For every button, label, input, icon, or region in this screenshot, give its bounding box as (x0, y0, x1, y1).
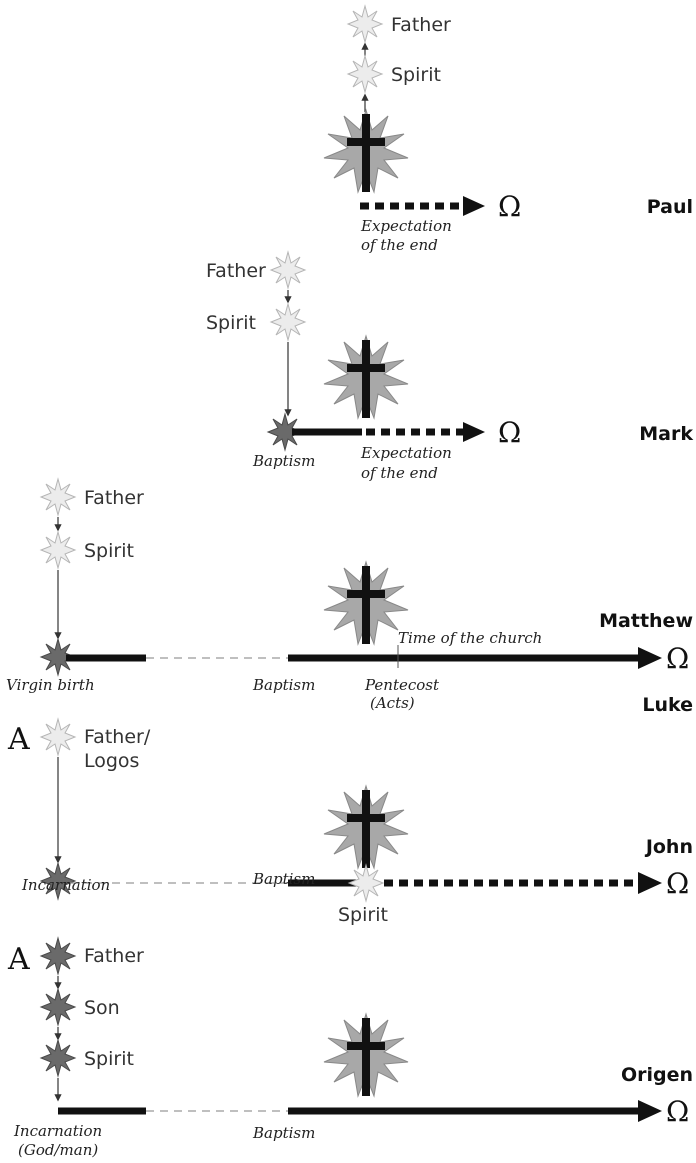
star-icon (40, 937, 76, 975)
star-icon (40, 718, 76, 756)
paul-expect-line1: Expectation (360, 217, 452, 235)
omega-symbol: Ω (666, 642, 689, 675)
paul-spirit-label: Spirit (391, 64, 441, 86)
arrowhead-icon (463, 196, 485, 216)
omega-symbol: Ω (498, 190, 521, 223)
mark-father-label: Father (206, 260, 266, 282)
ml-pentecost-line2: (Acts) (370, 694, 415, 712)
ml-baptism-label: Baptism (252, 676, 315, 694)
matthew-name: Matthew (599, 610, 693, 632)
origen-baptism-label: Baptism (252, 1124, 315, 1142)
spirit-star-icon (348, 864, 384, 902)
mark-expect-line1: Expectation (360, 444, 452, 462)
origen-spirit-label: Spirit (84, 1048, 134, 1070)
ml-virgin-birth-label: Virgin birth (6, 676, 95, 694)
star-icon (270, 303, 306, 341)
star-icon (40, 478, 76, 516)
paul-name: Paul (647, 196, 693, 218)
mark-baptism-label: Baptism (252, 452, 315, 470)
mark-spirit-label: Spirit (206, 312, 256, 334)
ml-spirit-label: Spirit (84, 540, 134, 562)
john-father-line2: Logos (84, 750, 139, 772)
paul-father-label: Father (391, 14, 451, 36)
mark-expect-line2: of the end (361, 464, 438, 482)
mark-section: Father Spirit Ω Baptism Expectation of t… (206, 251, 693, 482)
origen-name: Origen (621, 1064, 693, 1086)
origen-incarnation-line1: Incarnation (13, 1122, 102, 1140)
origen-father-label: Father (84, 945, 144, 967)
ml-father-label: Father (84, 487, 144, 509)
star-icon (270, 251, 306, 289)
john-name: John (644, 836, 693, 858)
star-icon (40, 988, 76, 1026)
arrowhead-icon (638, 872, 662, 894)
ml-pentecost-line1: Pentecost (364, 676, 440, 694)
john-incarnation-label: Incarnation (21, 876, 110, 894)
star-icon (347, 5, 383, 43)
origen-incarnation-line2: (God/man) (18, 1141, 98, 1159)
ml-church-label: Time of the church (398, 629, 542, 647)
mark-name: Mark (639, 423, 693, 445)
omega-symbol: Ω (498, 416, 521, 449)
paul-section: Father Spirit Ω Expectation of the end P… (323, 5, 693, 254)
origen-section: A Father Son Spirit Ω Incarnation (God/m… (7, 937, 693, 1159)
alpha-symbol: A (7, 942, 30, 977)
john-spirit-label: Spirit (338, 904, 388, 926)
omega-symbol: Ω (666, 867, 689, 900)
star-icon (40, 1039, 76, 1077)
john-section: A Father/ Logos Ω Incarnation Baptism Sp… (7, 718, 693, 926)
john-father-line1: Father/ (84, 726, 151, 748)
luke-name: Luke (642, 694, 693, 716)
matthew-luke-section: Father Spirit Time of the church Ω Virgi… (6, 478, 693, 716)
arrowhead-icon (638, 647, 662, 669)
alpha-symbol: A (7, 722, 30, 757)
arrowhead-icon (638, 1100, 662, 1122)
origen-son-label: Son (84, 997, 120, 1019)
paul-expect-line2: of the end (361, 236, 438, 254)
star-icon (347, 55, 383, 93)
omega-symbol: Ω (666, 1095, 689, 1128)
john-baptism-label: Baptism (252, 870, 315, 888)
arrowhead-icon (463, 422, 485, 442)
star-icon (40, 531, 76, 569)
